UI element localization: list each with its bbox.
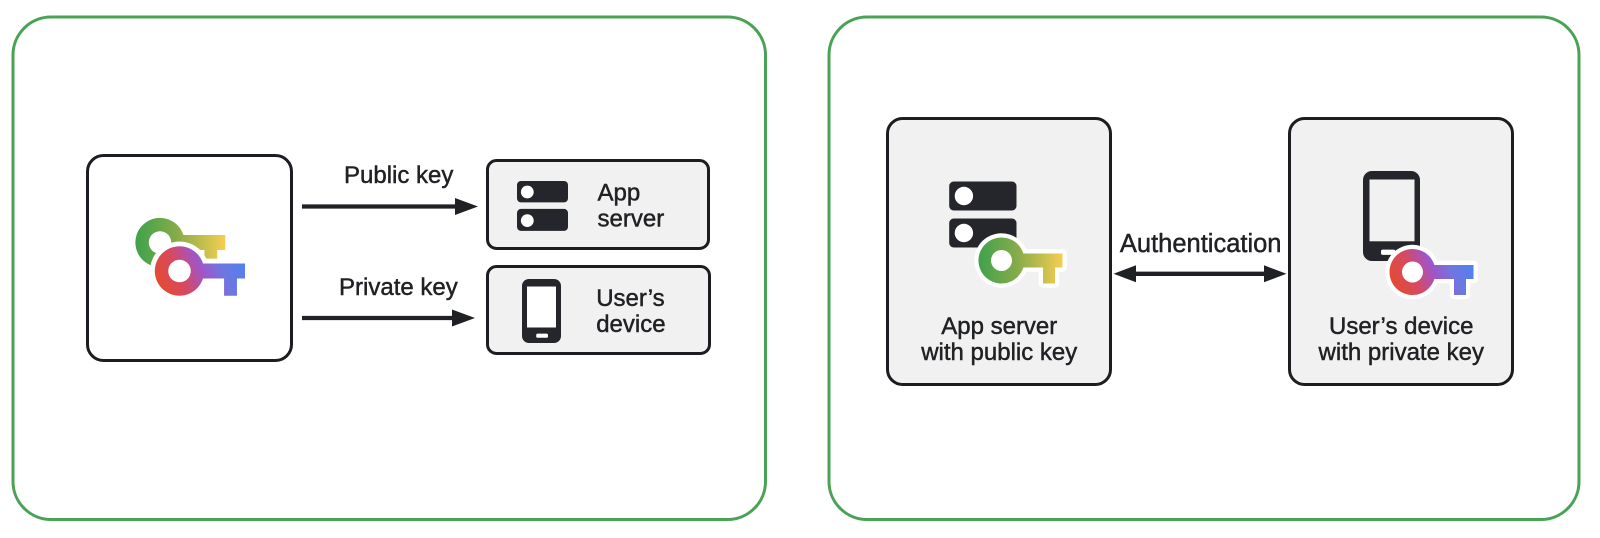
svg-text:User’s device: User’s device bbox=[1329, 313, 1474, 340]
svg-text:User’s: User’s bbox=[596, 285, 664, 312]
svg-text:Private key: Private key bbox=[339, 274, 458, 301]
svg-text:Public key: Public key bbox=[344, 162, 453, 189]
svg-text:server: server bbox=[598, 205, 665, 232]
svg-text:App server: App server bbox=[941, 313, 1057, 340]
svg-text:App: App bbox=[598, 179, 641, 206]
svg-text:with private key: with private key bbox=[1318, 339, 1484, 366]
svg-text:Authentication: Authentication bbox=[1120, 230, 1282, 258]
svg-text:with public key: with public key bbox=[920, 339, 1077, 366]
svg-text:device: device bbox=[596, 311, 665, 338]
